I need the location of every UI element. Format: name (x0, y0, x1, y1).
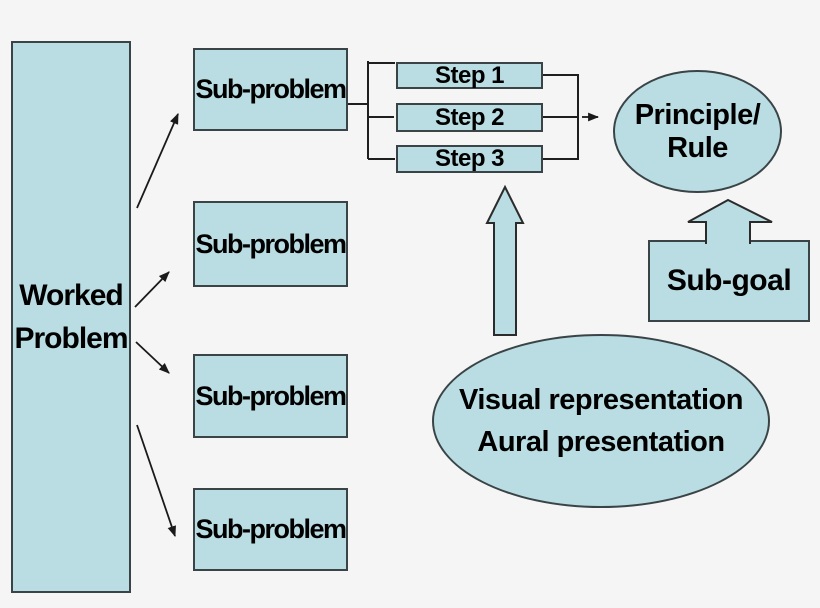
step-1-label: Step 1 (434, 61, 505, 89)
sub-goal-label: Sub-goal (666, 264, 792, 297)
node-step-1: Step 1 (396, 62, 543, 89)
node-sub-goal: Sub-goal (648, 240, 810, 322)
worked-problem-label-line1: Worked (19, 279, 123, 312)
arrow-worked-to-subproblem-4 (136, 424, 176, 538)
presentation-label: Visual representation Aural presentation (459, 379, 743, 463)
block-arrow-subgoal-to-principle (687, 198, 773, 244)
node-step-2: Step 2 (396, 103, 543, 132)
node-sub-problem-2: Sub-problem (193, 201, 348, 287)
node-worked-problem: Worked Problem (11, 41, 131, 593)
sub-problem-3-label: Sub-problem (195, 380, 348, 411)
presentation-label-line1: Visual representation (459, 384, 743, 416)
node-sub-problem-4: Sub-problem (193, 488, 348, 571)
step-3-label: Step 3 (434, 145, 505, 172)
arrow-worked-to-subproblem-1 (136, 112, 179, 209)
arrow-worked-to-subproblem-3 (135, 341, 170, 374)
node-step-3: Step 3 (396, 145, 543, 173)
principle-rule-label-line1: Principle/ (634, 98, 761, 131)
worked-problem-label-line2: Problem (14, 322, 128, 355)
node-sub-problem-3: Sub-problem (193, 354, 348, 438)
node-sub-problem-1: Sub-problem (193, 48, 348, 131)
sub-problem-2-label: Sub-problem (195, 228, 348, 259)
bracket-steps-to-principle (543, 74, 579, 160)
node-presentation: Visual representation Aural presentation (432, 334, 770, 508)
presentation-label-line2: Aural presentation (477, 426, 725, 458)
arrow-worked-to-subproblem-2 (134, 271, 170, 308)
step-2-label: Step 2 (434, 103, 505, 131)
principle-rule-label: Principle/ Rule (635, 99, 761, 165)
block-arrow-presentation-to-steps (485, 184, 525, 336)
node-principle-rule: Principle/ Rule (613, 70, 782, 193)
principle-rule-label-line2: Rule (667, 131, 728, 164)
sub-problem-4-label: Sub-problem (195, 514, 348, 544)
sub-problem-1-label: Sub-problem (195, 74, 348, 104)
bracket-subproblem-to-steps (348, 61, 395, 160)
worked-problem-label: Worked Problem (14, 274, 128, 360)
